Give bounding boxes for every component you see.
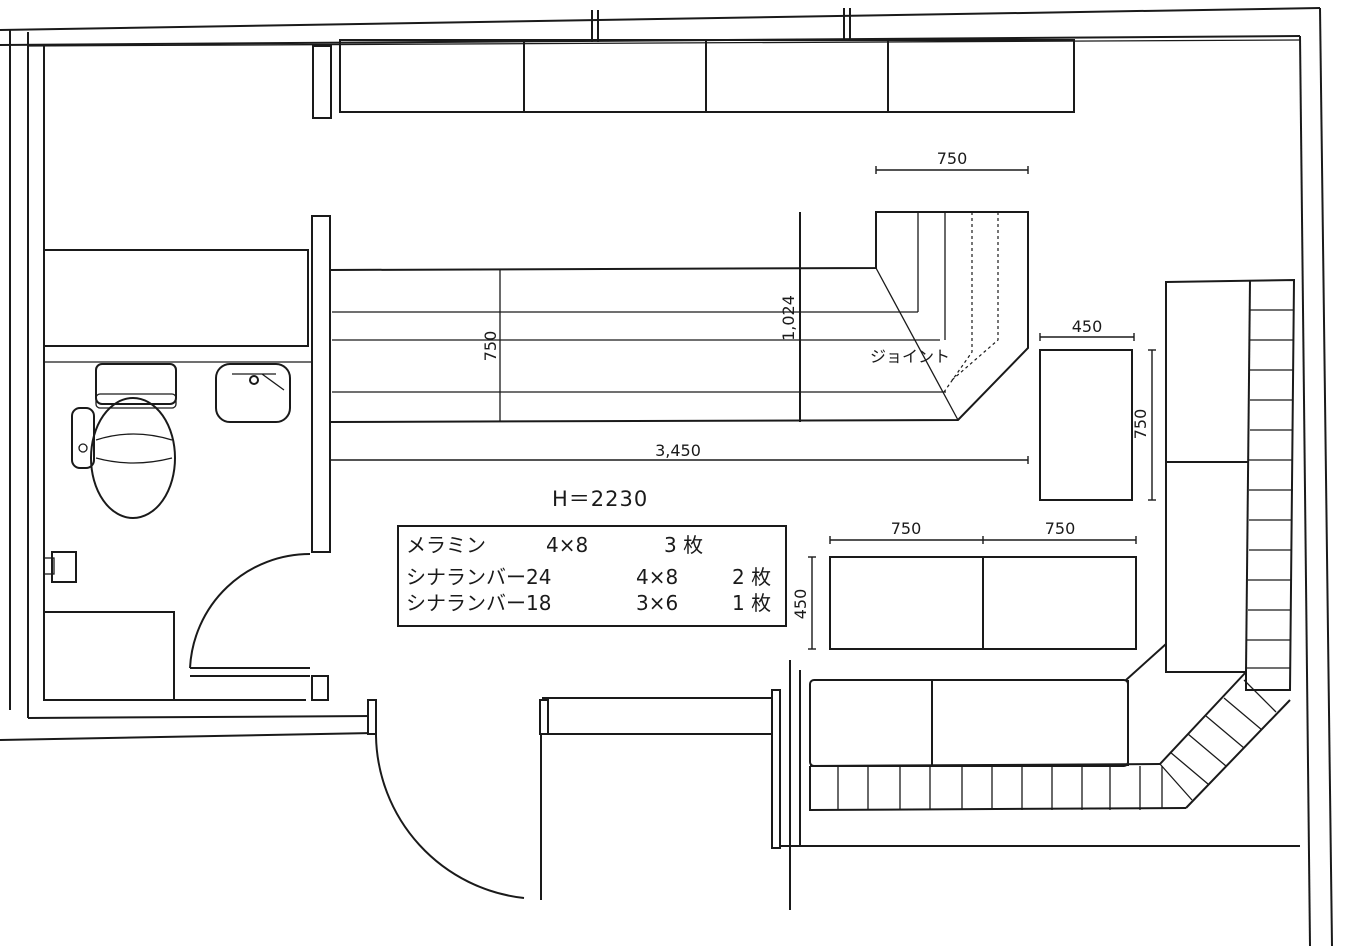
outer-walls <box>0 7 1333 946</box>
main-counter <box>329 211 1029 423</box>
dim-counter-depth: 750 <box>481 331 500 362</box>
dimension-lines <box>329 166 1156 650</box>
material-qty: 2 枚 <box>732 565 771 589</box>
dim-counter-overall: 1,024 <box>779 295 798 341</box>
dim-box-b-width: 750 <box>1045 519 1076 538</box>
toilet-room <box>43 215 331 701</box>
dim-box-depth: 450 <box>791 589 810 620</box>
island-unit <box>1039 349 1133 501</box>
upper-cabinets <box>312 39 1075 119</box>
material-name: メラミン <box>406 533 486 557</box>
floor-boxes <box>829 556 1137 650</box>
height-label: H＝2230 <box>552 487 648 511</box>
material-size: 3×6 <box>636 591 678 615</box>
materials-table: メラミン 4×8 3 枚 シナランバー24 4×8 2 枚 シナランバー18 3… <box>397 525 787 627</box>
material-qty: 3 枚 <box>664 533 703 557</box>
material-size: 4×8 <box>546 533 588 557</box>
material-name: シナランバー24 <box>406 565 551 589</box>
dim-counter-length: 3,450 <box>655 441 701 460</box>
bench-seat <box>809 278 1296 812</box>
material-name: シナランバー18 <box>406 591 551 615</box>
dim-island-depth: 750 <box>1131 409 1150 440</box>
material-qty: 1 枚 <box>732 591 771 615</box>
joint-label: ジョイント <box>870 347 950 366</box>
entrance-door <box>375 735 525 899</box>
dim-box-a-width: 750 <box>891 519 922 538</box>
dim-island-width: 450 <box>1072 317 1103 336</box>
dim-top-width: 750 <box>937 149 968 168</box>
material-size: 4×8 <box>636 565 678 589</box>
